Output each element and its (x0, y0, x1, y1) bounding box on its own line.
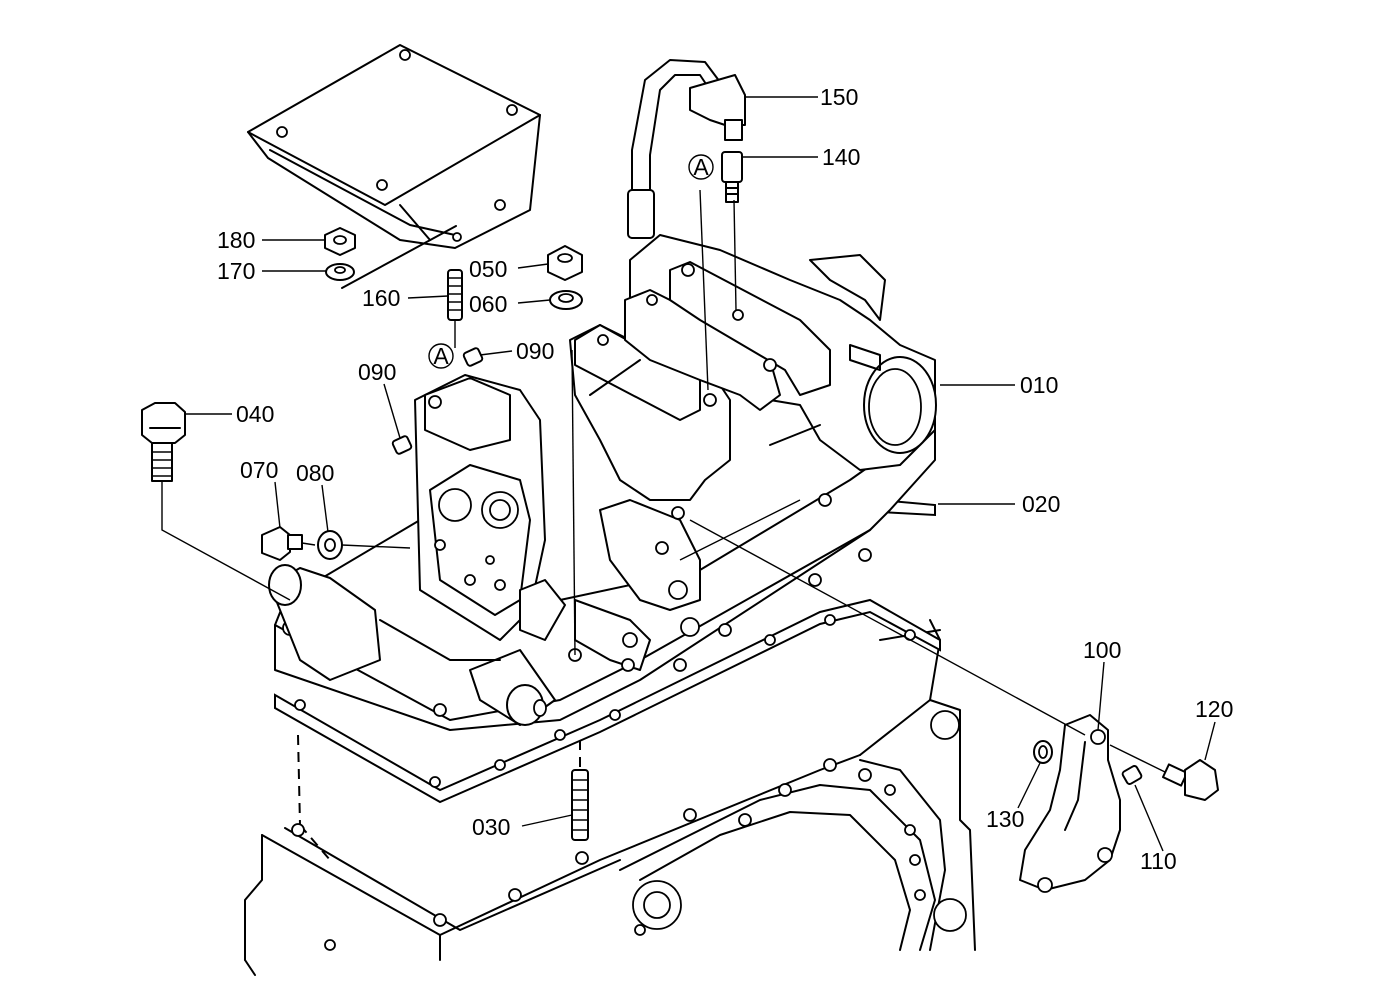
label-170: 170 (217, 258, 255, 284)
label-050: 050 (469, 256, 507, 282)
nut-050 (547, 245, 583, 281)
label-160: 160 (362, 285, 400, 311)
label-150: 150 (820, 84, 858, 110)
marker-a-leader (699, 189, 709, 391)
nut-180 (324, 227, 356, 256)
bolt-120 (1109, 744, 1219, 801)
top-cover-plate (247, 44, 541, 289)
label-080: 080 (296, 460, 334, 486)
plug-070 (261, 526, 316, 561)
housing-base (274, 419, 936, 731)
screw-090-lower (391, 435, 413, 455)
fitting-140 (721, 151, 743, 203)
label-040: 040 (236, 401, 274, 427)
label-110: 110 (1140, 848, 1177, 874)
marker-a-upper-text: A (693, 154, 709, 180)
label-090-lower: 090 (358, 359, 396, 385)
reference-marker-a-upper: A (688, 154, 714, 180)
lower-gasket (274, 598, 941, 804)
label-130: 130 (986, 806, 1024, 832)
screw-090-upper (462, 347, 484, 367)
label-010: 010 (1020, 372, 1058, 398)
valve-housing (268, 374, 566, 726)
label-120: 120 (1195, 696, 1233, 722)
label-020: 020 (1022, 491, 1060, 517)
label-090-upper: 090 (516, 338, 554, 364)
pipe-150 (627, 59, 746, 239)
label-180: 180 (217, 227, 255, 253)
reference-marker-a-lower: A (428, 343, 454, 369)
fitting-140-axis (733, 199, 737, 311)
washer-060 (549, 290, 583, 310)
oring-130 (1033, 740, 1053, 764)
marker-a-lower-text: A (433, 343, 449, 369)
transmission-case (244, 619, 976, 976)
stud-160 (447, 269, 463, 348)
housing-reference-line (679, 499, 801, 561)
bracket-reference-line (689, 519, 1086, 736)
washer-080 (317, 530, 411, 560)
bracket-100 (1019, 714, 1121, 893)
label-030: 030 (472, 814, 510, 840)
washer-170 (325, 263, 355, 281)
hydraulic-housing-010 (569, 234, 937, 672)
label-100: 100 (1083, 637, 1121, 663)
part-labels: 010 020 030 040 050 060 070 080 090 090 … (217, 84, 1233, 874)
label-140: 140 (822, 144, 860, 170)
stud-030 (571, 349, 589, 841)
leader-lines (185, 96, 1216, 852)
label-070: 070 (240, 457, 278, 483)
screw-110 (1121, 765, 1143, 785)
label-060: 060 (469, 291, 507, 317)
bolt-040 (141, 402, 291, 601)
